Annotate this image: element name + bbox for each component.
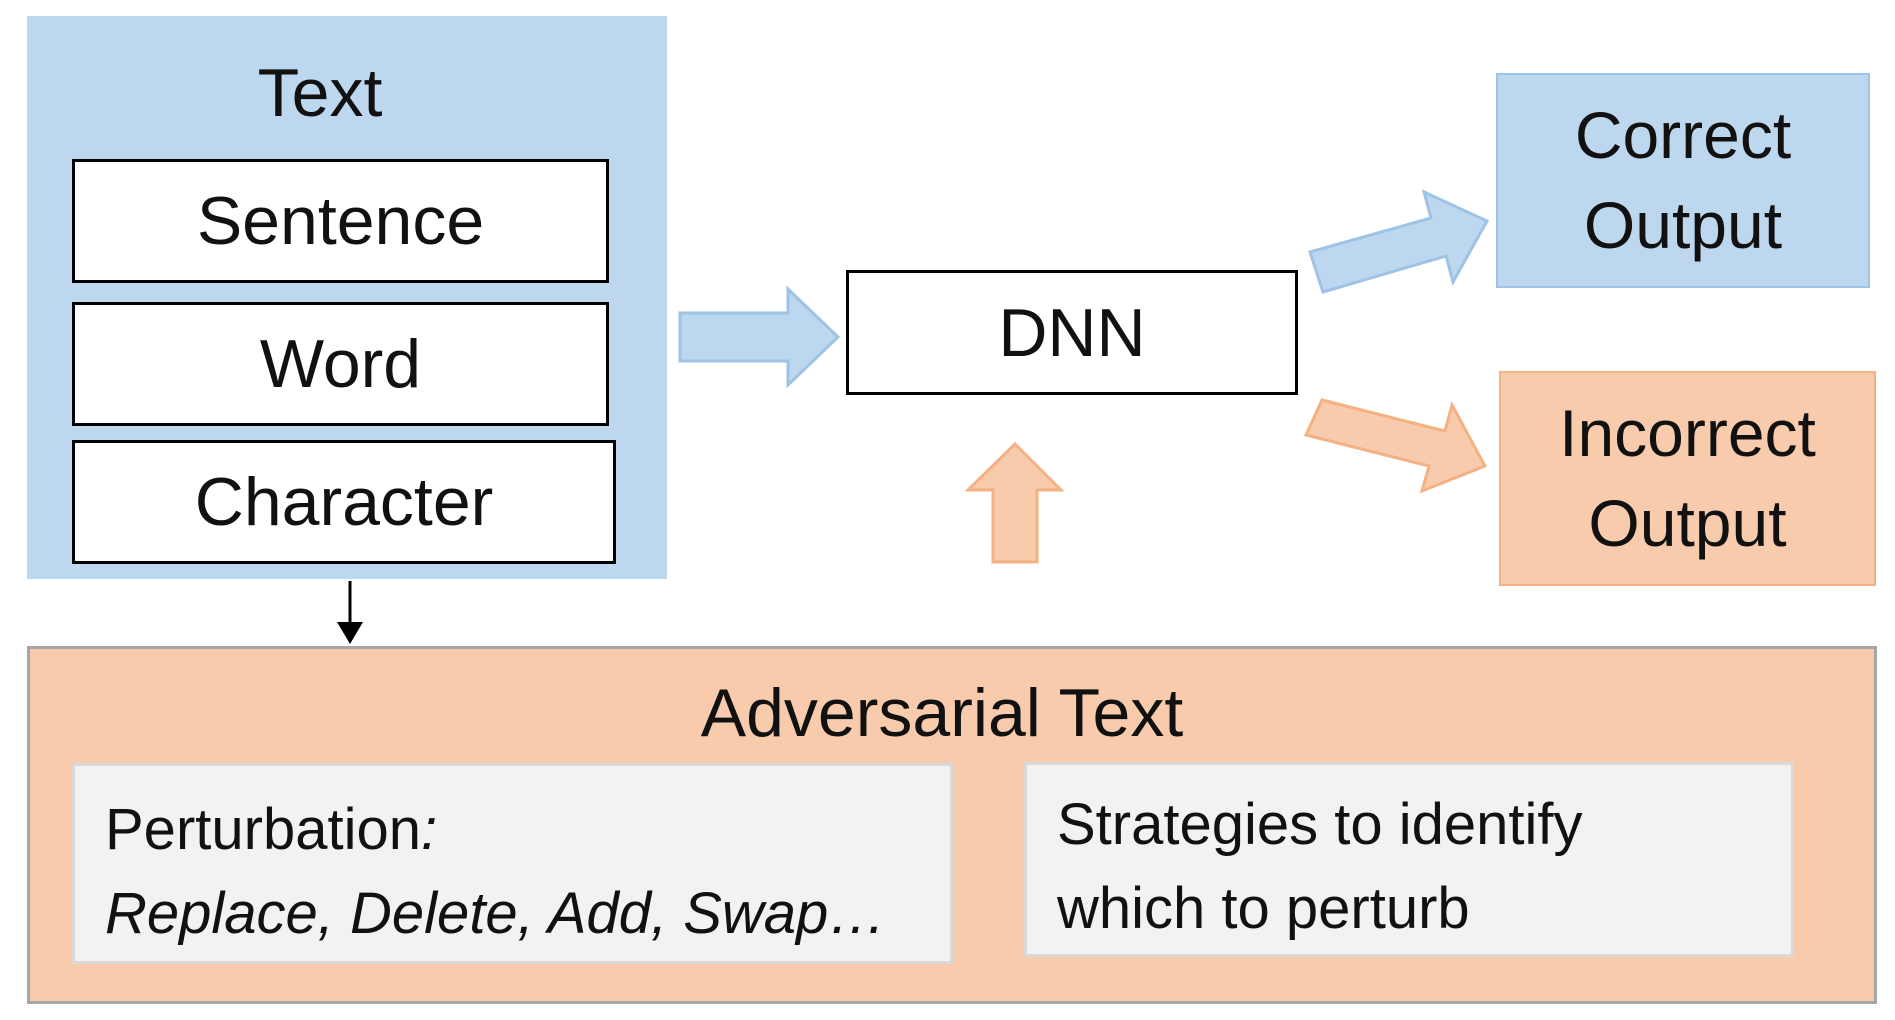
incorrect-output-line2: Output <box>1588 485 1787 560</box>
dnn-box: DNN <box>846 270 1298 395</box>
perturbation-label: Perturbation: <box>105 788 950 872</box>
dnn-to-incorrect-arrow <box>1303 398 1488 494</box>
incorrect-output-box: Incorrect Output <box>1499 371 1876 586</box>
perturbation-label-text: Perturbation <box>105 797 421 862</box>
correct-output-box: Correct Output <box>1496 73 1870 288</box>
incorrect-output-line1: Incorrect <box>1559 396 1816 471</box>
adversarial-text-title: Adversarial Text <box>700 675 1184 751</box>
correct-output-line2: Output <box>1583 187 1783 262</box>
text-panel-title: Text <box>257 55 383 131</box>
strategies-line2: which to perturb <box>1057 876 1470 942</box>
perturbation-box: Perturbation: Replace, Delete, Add, Swap… <box>72 763 953 964</box>
character-level-box: Character <box>72 440 616 564</box>
perturbation-operations: Replace, Delete, Add, Swap… <box>105 881 887 947</box>
perturbation-label-colon: : <box>420 797 438 862</box>
word-level-box: Word <box>72 302 609 426</box>
correct-output-line1: Correct <box>1574 98 1792 173</box>
adversarial-to-dnn-arrow <box>964 441 1065 564</box>
sentence-level-box: Sentence <box>72 159 609 283</box>
dnn-to-correct-arrow <box>1308 189 1490 294</box>
text-to-adversarial-arrow <box>337 581 363 644</box>
strategies-box: Strategies to identify which to perturb <box>1024 762 1794 957</box>
strategies-line1: Strategies to identify <box>1057 792 1583 857</box>
text-to-dnn-arrow <box>678 285 841 389</box>
